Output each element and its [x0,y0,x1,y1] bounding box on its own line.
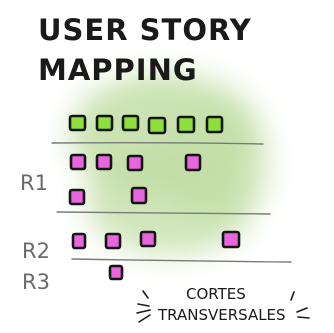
story-card [108,264,124,281]
story-card [69,153,87,171]
release-label-r1: R1 [20,171,48,195]
story-card [126,154,144,172]
release-line-2 [56,211,271,215]
annotation-line-1: CORTES [186,285,246,303]
story-card [104,232,122,250]
release-3-cards [108,264,124,281]
story-card [139,230,157,248]
story-card [130,186,148,205]
release-label-r3: R3 [22,270,50,294]
activity-card [68,114,87,132]
release-lines [51,141,292,263]
activity-card [205,115,224,134]
activity-card [95,114,114,132]
background-blob [70,73,270,255]
release-label-r2: R2 [22,239,50,263]
story-card [95,153,113,171]
release-line-3 [71,258,292,263]
activity-card [121,114,140,132]
story-card [68,188,86,206]
title-line-1: USER STORY [38,13,252,47]
release-2-cards [71,230,241,250]
activity-card [176,115,196,134]
activity-row [68,114,224,135]
activity-card [147,116,167,135]
annotation-line-2: TRANSVERSALES [157,306,286,324]
release-1-cards [68,153,202,206]
story-card [184,153,202,172]
annotation-emphasis-marks [136,290,310,323]
story-card [71,232,87,250]
release-line-1 [51,141,264,145]
story-card [221,230,241,249]
title-line-2: MAPPING [38,53,198,87]
